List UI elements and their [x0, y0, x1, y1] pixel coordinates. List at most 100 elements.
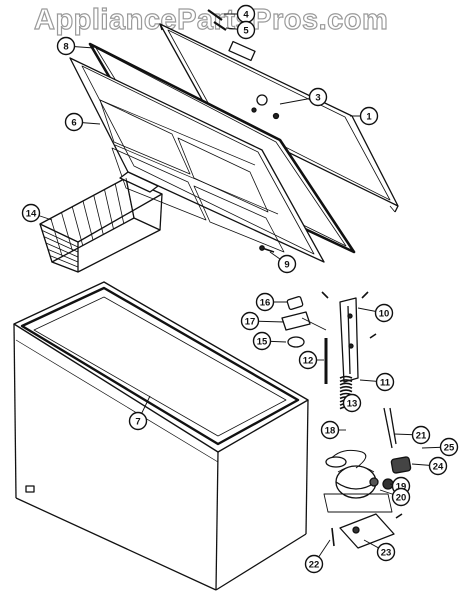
callout-number: 20	[396, 492, 407, 503]
callout-number: 13	[347, 398, 358, 409]
callout-circle	[320, 420, 340, 440]
callout-number: 4	[243, 9, 249, 20]
callout-number: 11	[380, 377, 391, 388]
basket-wire	[61, 212, 73, 252]
callout-number: 16	[260, 297, 271, 308]
callout-circle	[128, 411, 148, 431]
callout-number: 6	[71, 117, 76, 128]
callout-number: 22	[309, 559, 320, 570]
callout-number: 5	[243, 25, 249, 36]
callout-number: 14	[26, 208, 37, 219]
callout-number: 17	[245, 316, 256, 327]
callout-20: 20	[391, 487, 411, 507]
start-relay	[382, 456, 412, 490]
spring-coil	[339, 385, 353, 389]
callout-circle	[359, 106, 379, 126]
latch-parts	[281, 295, 327, 348]
spring-coil	[339, 379, 353, 383]
callout-number: 19	[396, 481, 407, 492]
callout-25: 25	[439, 437, 459, 457]
callout-6: 6	[64, 112, 84, 132]
callout-circle	[21, 203, 41, 223]
callout-number: 8	[63, 41, 68, 52]
callout-4: 4	[236, 4, 256, 24]
callout-number: 7	[135, 416, 140, 427]
callout-23: 23	[376, 542, 396, 562]
callout-circle	[411, 425, 431, 445]
callout-circle	[277, 254, 297, 274]
callout-circle	[298, 350, 318, 370]
callout-circle	[240, 311, 260, 331]
hinge-assembly	[321, 291, 377, 383]
basket-wire	[125, 177, 135, 219]
watermark: AppliancePartsPros.com	[33, 3, 389, 36]
spring-coil	[339, 382, 353, 386]
callout-number: 9	[284, 259, 289, 270]
callout-number: 21	[416, 430, 427, 441]
callout-circle	[304, 554, 324, 574]
callout-number: 1	[366, 111, 372, 122]
callout-15: 15	[252, 331, 272, 351]
callout-24: 24	[428, 456, 448, 476]
basket-wire	[104, 189, 114, 230]
callout-number: 23	[381, 547, 392, 558]
basket-wire	[71, 206, 84, 246]
callout-circle	[56, 36, 76, 56]
basket-wire	[51, 261, 79, 273]
callout-3: 3	[308, 87, 328, 107]
callout-11: 11	[375, 372, 395, 392]
callout-number: 10	[379, 308, 390, 319]
wire-basket	[39, 171, 163, 273]
basket-wire	[82, 200, 94, 241]
callout-number: 15	[257, 336, 268, 347]
callout-14: 14	[21, 203, 41, 223]
callout-circle	[439, 437, 459, 457]
callout-21: 21	[411, 425, 431, 445]
lid-outer-panel	[159, 23, 399, 213]
basket-wire	[49, 255, 79, 268]
condenser-wires	[325, 449, 367, 469]
callout-7: 7	[128, 411, 148, 431]
callout-8: 8	[56, 36, 76, 56]
callout-number: 12	[303, 355, 314, 366]
callout-circle	[376, 542, 396, 562]
callout-circle	[342, 393, 362, 413]
lid-hinge-hardware	[207, 9, 280, 120]
callout-18: 18	[320, 420, 340, 440]
basket-wire	[41, 229, 79, 248]
callout-13: 13	[342, 393, 362, 413]
callout-number: 25	[444, 442, 455, 453]
callout-17: 17	[240, 311, 260, 331]
callout-circle	[374, 303, 394, 323]
freezer-cabinet	[13, 281, 309, 591]
lid-liner	[69, 57, 325, 263]
callout-12: 12	[298, 350, 318, 370]
callout-number: 24	[433, 461, 444, 472]
compressor	[323, 465, 393, 513]
callout-10: 10	[374, 303, 394, 323]
lid-screw	[259, 245, 275, 253]
basket-wire	[114, 183, 125, 224]
basket-wire	[45, 242, 79, 258]
callout-circle	[236, 20, 256, 40]
spring-coil	[339, 389, 353, 393]
basket-wire	[93, 195, 104, 235]
basket-wire	[47, 248, 79, 263]
callout-circle	[64, 112, 84, 132]
callout-16: 16	[255, 292, 275, 312]
spring-coil	[339, 375, 353, 379]
callout-1: 1	[359, 106, 379, 126]
callout-circle	[308, 87, 328, 107]
callout-circle	[252, 331, 272, 351]
callout-9: 9	[277, 254, 297, 274]
base-plate	[331, 513, 403, 549]
callout-5: 5	[236, 20, 256, 40]
basket-wire	[39, 223, 79, 243]
callout-number: 18	[325, 425, 336, 436]
callout-circle	[428, 456, 448, 476]
basket-wire	[43, 236, 79, 253]
callout-circle	[375, 372, 395, 392]
